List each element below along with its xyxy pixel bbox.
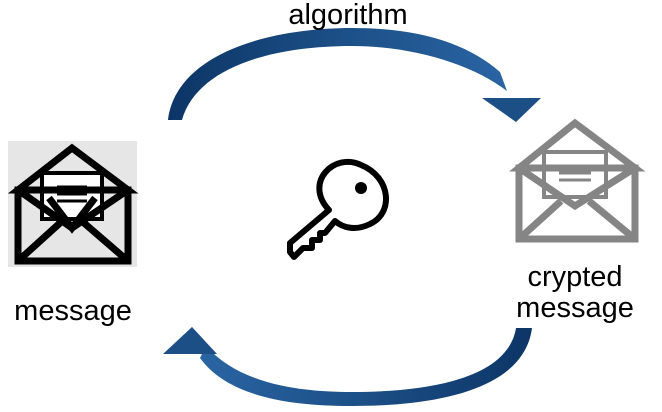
bottom-arrow-body xyxy=(200,328,532,406)
message-label: message xyxy=(14,295,132,327)
bottom-arrow-head xyxy=(163,327,217,354)
top-arrow-head xyxy=(482,98,541,122)
message-envelope-icon xyxy=(7,141,139,267)
bottom-arrow xyxy=(163,327,532,406)
algorithm-label: algorithm xyxy=(288,0,408,31)
top-arrow xyxy=(168,28,541,122)
crypted-label-line1: crypted xyxy=(527,261,623,293)
crypted-envelope-icon xyxy=(509,118,646,243)
top-arrow-body xyxy=(168,28,507,120)
crypted-message-label: crypted message xyxy=(494,262,656,324)
crypted-label-line2: message xyxy=(516,292,634,324)
key-icon xyxy=(287,158,389,260)
